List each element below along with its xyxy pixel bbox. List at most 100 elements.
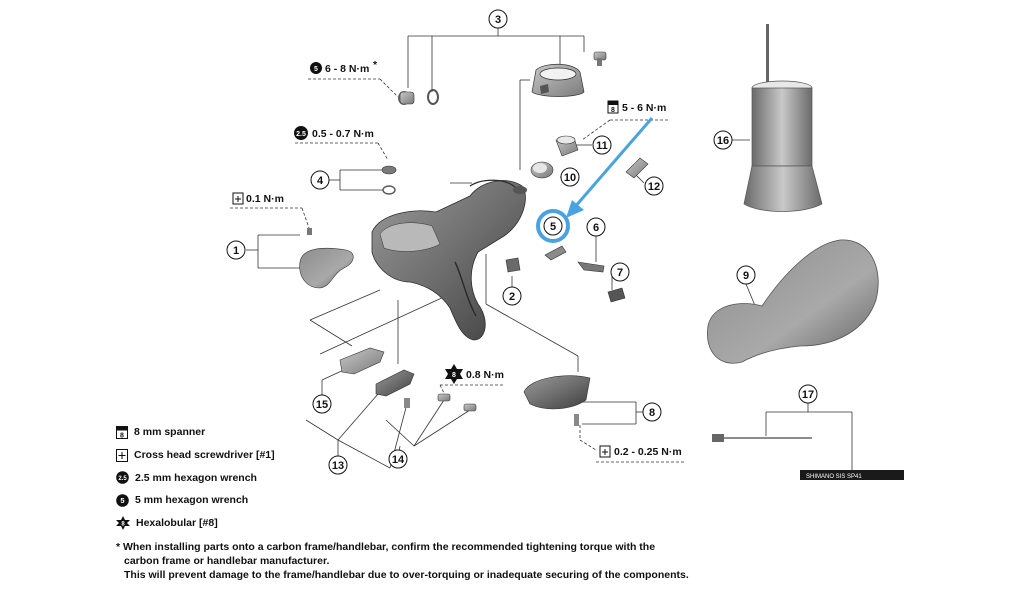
svg-text:9: 9 xyxy=(743,270,749,282)
part-spring-5 xyxy=(544,245,567,261)
legend-label: 2.5 mm hexagon wrench xyxy=(135,471,257,484)
svg-text:2.5: 2.5 xyxy=(296,131,306,138)
highlight-arrow xyxy=(536,117,654,243)
svg-text:6: 6 xyxy=(593,222,599,234)
legend-item-hex-2-5: 2.5 2.5 mm hexagon wrench xyxy=(116,466,275,489)
svg-text:10: 10 xyxy=(564,172,576,184)
part-plate-13 xyxy=(375,369,415,408)
svg-text:12: 12 xyxy=(648,181,660,193)
legend-label: 5 mm hexagon wrench xyxy=(135,494,249,507)
callout-17: 17 xyxy=(798,384,818,404)
svg-text:2.5: 2.5 xyxy=(118,476,127,482)
callout-4: 4 xyxy=(310,170,330,190)
part-pin-6 xyxy=(577,261,605,273)
part-fixing-bolt xyxy=(398,89,439,105)
svg-text:0.5 - 0.7 N·m: 0.5 - 0.7 N·m xyxy=(312,128,374,140)
hex-2-5-wrench-icon xyxy=(294,126,308,140)
svg-text:1: 1 xyxy=(233,245,239,257)
footnote-line-3: This will prevent damage to the frame/ha… xyxy=(124,569,689,581)
hex-5-wrench-icon xyxy=(310,62,322,74)
callouts: 1 2 3 4 5 6 7 8 9 10 11 12 13 14 15 16 1… xyxy=(226,9,818,475)
part-cap-screw xyxy=(381,165,397,195)
svg-text:2: 2 xyxy=(509,291,515,303)
svg-text:0.1 N·m: 0.1 N·m xyxy=(246,193,284,205)
legend-item-spanner: 8 8 mm spanner xyxy=(116,421,275,444)
part-stopper-7 xyxy=(607,287,626,303)
part-clamp-screw xyxy=(593,51,607,66)
hex-5-wrench-icon: 5 xyxy=(116,494,129,507)
legend-item-hexalobular: 8 Hexalobular [#8] xyxy=(116,512,275,535)
svg-text:8: 8 xyxy=(452,372,456,379)
assembly-lines xyxy=(246,28,853,470)
svg-text:4: 4 xyxy=(317,175,324,187)
spanner-icon: 8 xyxy=(116,425,128,439)
callout-2: 2 xyxy=(502,286,522,306)
svg-text:3: 3 xyxy=(495,14,501,26)
hexalobular-icon: 8 xyxy=(116,516,130,531)
legend-item-screwdriver: Cross head screwdriver [#1] xyxy=(116,444,275,467)
part-screws-14 xyxy=(437,393,477,412)
callout-15: 15 xyxy=(312,394,332,414)
footnote-line-1: * When installing parts onto a carbon fr… xyxy=(116,541,656,553)
svg-text:5 - 6 N·m: 5 - 6 N·m xyxy=(622,102,666,114)
cross-head-screwdriver-icon xyxy=(116,448,128,462)
cross-head-screwdriver-icon xyxy=(232,192,244,205)
svg-text:0.2 - 0.25 N·m: 0.2 - 0.25 N·m xyxy=(614,446,682,458)
torque-spec-6: 0.2 - 0.25 N·m xyxy=(599,445,682,458)
part-bracket-8 xyxy=(523,375,591,426)
torque-spec-4: 8 5 - 6 N·m xyxy=(607,100,666,114)
svg-text:5: 5 xyxy=(314,66,318,73)
part-bushing xyxy=(530,161,554,179)
svg-text:8: 8 xyxy=(611,107,615,114)
part-main-lever-body xyxy=(371,179,527,341)
callout-11: 11 xyxy=(592,135,612,155)
part-cable-17: SHIMANO SIS SP41 xyxy=(712,434,904,480)
legend-item-hex-5: 5 5 mm hexagon wrench xyxy=(116,489,275,512)
svg-text:*: * xyxy=(373,59,378,71)
callout-10: 10 xyxy=(560,167,580,187)
spanner-icon: 8 xyxy=(607,100,619,114)
part-plug-2 xyxy=(505,257,521,273)
svg-text:6 - 8 N·m: 6 - 8 N·m xyxy=(325,63,369,75)
torque-spec-5: 8 0.8 N·m xyxy=(445,364,504,384)
footnote-line-2: carbon frame or handlebar manufacturer. xyxy=(124,555,330,567)
hexalobular-icon xyxy=(445,364,463,384)
part-name-plate-cover xyxy=(299,228,354,289)
svg-text:8: 8 xyxy=(121,522,125,528)
part-band-clamp xyxy=(531,63,585,97)
leader-lines xyxy=(230,78,686,463)
callout-12: 12 xyxy=(644,176,664,196)
cross-head-screwdriver-icon xyxy=(599,445,611,458)
svg-text:0.8 N·m: 0.8 N·m xyxy=(466,369,504,381)
svg-text:5: 5 xyxy=(120,496,124,505)
svg-text:8: 8 xyxy=(120,432,124,439)
legend-label: Cross head screwdriver [#1] xyxy=(134,449,275,462)
callout-7: 7 xyxy=(610,262,630,282)
carbon-frame-footnote: * When installing parts onto a carbon fr… xyxy=(116,540,816,582)
callout-1: 1 xyxy=(226,240,246,260)
callout-8: 8 xyxy=(642,402,662,422)
cable-label: SHIMANO SIS SP41 xyxy=(806,474,862,480)
callout-5: 5 xyxy=(543,216,563,236)
part-plate-15 xyxy=(339,347,385,375)
part-cable-adjuster xyxy=(625,157,649,179)
svg-text:16: 16 xyxy=(717,135,729,147)
svg-text:15: 15 xyxy=(316,399,328,411)
hex-2-5-wrench-icon: 2.5 xyxy=(116,471,129,485)
legend-label: Hexalobular [#8] xyxy=(136,517,218,530)
torque-spec-2: 2.5 0.5 - 0.7 N·m xyxy=(294,126,374,140)
part-adjust-bolt xyxy=(555,135,579,157)
svg-text:8: 8 xyxy=(649,407,655,419)
svg-text:14: 14 xyxy=(392,454,405,466)
tool-legend: 8 8 mm spanner Cross head screwdriver [#… xyxy=(116,421,275,534)
callout-9: 9 xyxy=(736,265,756,285)
svg-text:17: 17 xyxy=(802,389,814,401)
callout-13: 13 xyxy=(328,455,348,475)
part-hood-9 xyxy=(706,239,879,364)
svg-text:5: 5 xyxy=(550,221,556,233)
svg-text:7: 7 xyxy=(617,267,623,279)
part-funnel-16 xyxy=(743,24,823,212)
torque-spec-3: 0.1 N·m xyxy=(232,192,284,205)
torque-spec-1: 5 6 - 8 N·m * xyxy=(310,59,378,75)
